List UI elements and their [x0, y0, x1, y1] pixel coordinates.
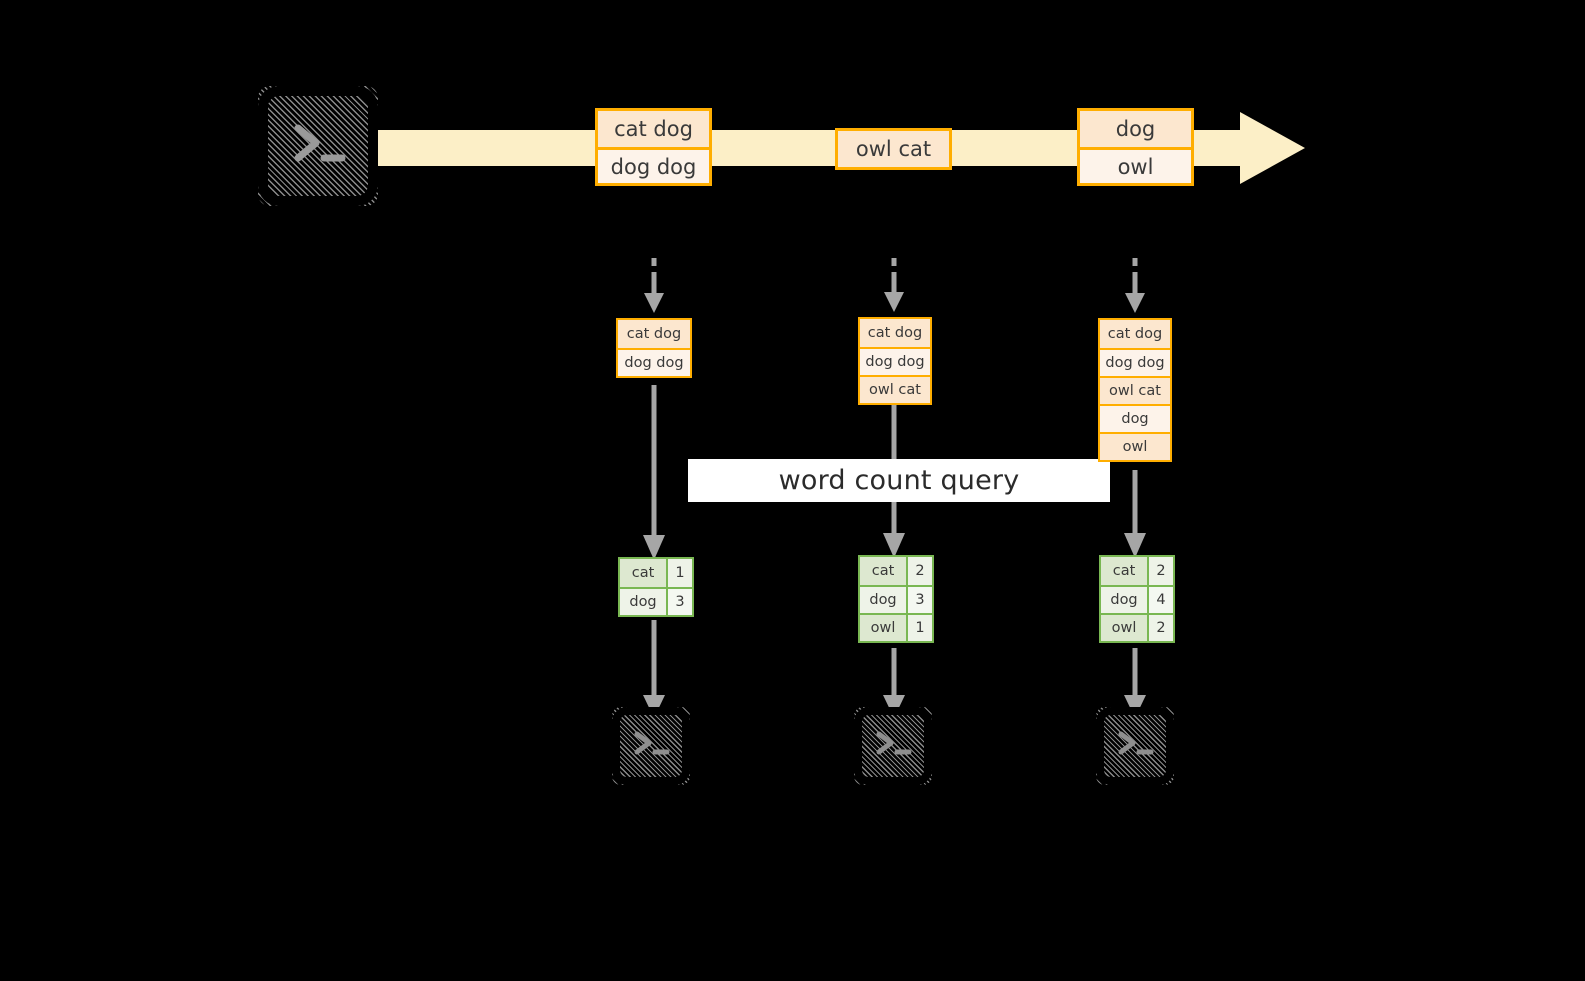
stream-record-2-line-1: owl cat [838, 131, 949, 167]
snapshot-2-result-table[interactable]: cat 2 dog 3 owl 1 [858, 555, 934, 643]
result-word: dog [620, 589, 666, 615]
query-arrow-3 [1124, 470, 1146, 558]
result-count: 1 [906, 615, 932, 641]
stream-record-1[interactable]: cat dog dog dog [595, 108, 712, 186]
query-banner: word count query [688, 459, 1110, 502]
source-terminal-icon[interactable] [258, 86, 378, 206]
snapshot-1-input-row: cat dog [618, 320, 690, 348]
result-count: 4 [1147, 587, 1173, 613]
snapshot-2-input-table[interactable]: cat dog dog dog owl cat [858, 317, 932, 405]
result-count: 2 [906, 557, 932, 585]
result-count: 2 [1147, 615, 1173, 641]
tap-arrowhead-2 [884, 292, 904, 312]
snapshot-2-sink-terminal-icon[interactable] [854, 707, 932, 785]
query-arrow-1 [643, 385, 665, 560]
snapshot-3-input-row: dog [1100, 404, 1170, 432]
result-word: owl [1101, 615, 1147, 641]
snapshot-3-input-row: owl [1100, 432, 1170, 460]
snapshot-3-input-row: cat dog [1100, 320, 1170, 348]
table-row: dog 3 [860, 585, 932, 613]
sink-arrow-3 [1124, 648, 1146, 718]
snapshot-3-sink-terminal-icon[interactable] [1096, 707, 1174, 785]
result-word: cat [1101, 557, 1147, 585]
result-word: owl [860, 615, 906, 641]
snapshot-2-input-row: owl cat [860, 375, 930, 403]
result-word: dog [860, 587, 906, 613]
terminal-prompt-glyph [876, 731, 912, 755]
terminal-prompt-glyph [294, 124, 346, 162]
snapshot-3-result-table[interactable]: cat 2 dog 4 owl 2 [1099, 555, 1175, 643]
result-count: 3 [906, 587, 932, 613]
table-row: dog 4 [1101, 585, 1173, 613]
snapshot-3-input-row: owl cat [1100, 376, 1170, 404]
result-word: cat [620, 559, 666, 587]
snapshot-3-input-row: dog dog [1100, 348, 1170, 376]
table-row: cat 2 [1101, 557, 1173, 585]
snapshot-1-input-table[interactable]: cat dog dog dog [616, 318, 692, 378]
snapshot-2-input-row: dog dog [860, 347, 930, 375]
terminal-prompt-glyph [634, 731, 670, 755]
result-word: dog [1101, 587, 1147, 613]
snapshot-3-input-table[interactable]: cat dog dog dog owl cat dog owl [1098, 318, 1172, 462]
snapshot-1-input-row: dog dog [618, 348, 690, 376]
query-banner-label: word count query [778, 465, 1020, 496]
stream-record-2[interactable]: owl cat [835, 128, 952, 170]
stream-record-3[interactable]: dog owl [1077, 108, 1194, 186]
stream-record-1-line-1: cat dog [598, 111, 709, 147]
sink-arrow-2 [883, 648, 905, 718]
stream-record-3-line-2: owl [1080, 147, 1191, 183]
result-count: 1 [666, 559, 692, 587]
table-row: dog 3 [620, 587, 692, 615]
snapshot-1-result-table[interactable]: cat 1 dog 3 [618, 557, 694, 617]
table-row: owl 1 [860, 613, 932, 641]
result-count: 2 [1147, 557, 1173, 585]
table-row: cat 1 [620, 559, 692, 587]
table-row: cat 2 [860, 557, 932, 585]
sink-arrow-1 [643, 620, 665, 718]
stream-record-1-line-2: dog dog [598, 147, 709, 183]
tap-arrowhead-1 [644, 293, 664, 313]
result-word: cat [860, 557, 906, 585]
table-row: owl 2 [1101, 613, 1173, 641]
result-count: 3 [666, 589, 692, 615]
stream-record-3-line-1: dog [1080, 111, 1191, 147]
tap-arrowhead-3 [1125, 293, 1145, 313]
terminal-prompt-glyph [1118, 731, 1154, 755]
snapshot-2-input-row: cat dog [860, 319, 930, 347]
snapshot-1-sink-terminal-icon[interactable] [612, 707, 690, 785]
